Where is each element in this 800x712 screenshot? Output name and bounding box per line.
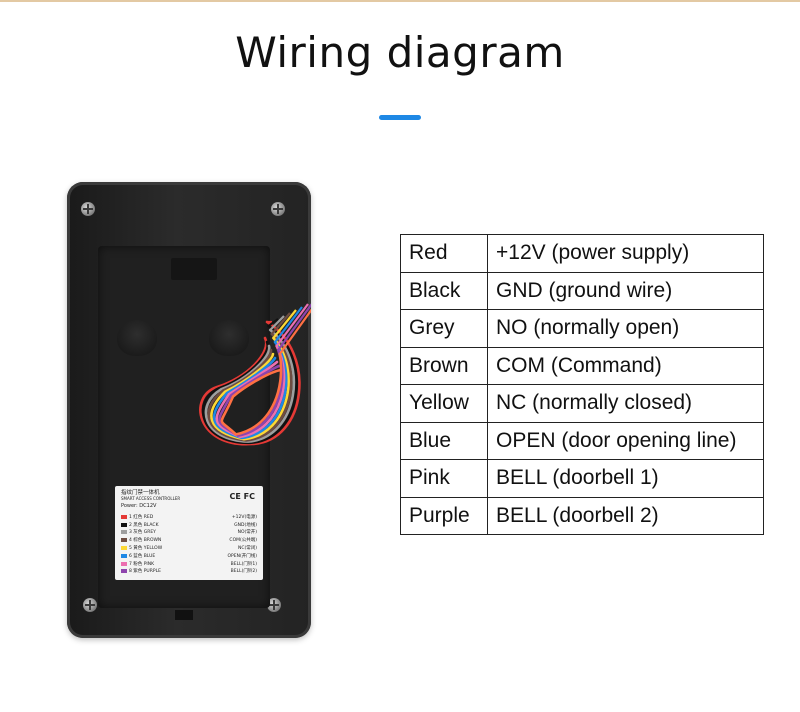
wire — [199, 320, 301, 446]
wire — [215, 344, 286, 439]
label-row: 1 红色 RED +12V(电源) — [121, 513, 257, 521]
wire-swatch — [121, 522, 127, 527]
label-wire-function: BELL(门铃1) — [230, 561, 257, 567]
wire-bundle — [199, 303, 311, 446]
page-title: Wiring diagram — [235, 28, 565, 77]
mount-boss-left — [117, 320, 157, 356]
label-wire-function: COM(公共端) — [229, 538, 257, 544]
access-controller-device: 指纹门禁一体机 SMART ACCESS CONTROLLER CE FC Po… — [67, 182, 311, 638]
wire-function-cell: OPEN (door opening line) — [487, 421, 764, 460]
wire-end — [275, 303, 309, 347]
wire-function-cell: NO (normally open) — [487, 309, 764, 348]
screw-icon — [83, 598, 97, 612]
label-wire-name: 6 蓝色 BLUE — [129, 553, 156, 559]
wire-function-cell: BELL (doorbell 1) — [487, 459, 764, 498]
wire-function-cell: BELL (doorbell 2) — [487, 496, 764, 535]
wire-end — [272, 309, 297, 339]
bottom-notch — [175, 610, 193, 620]
wire-function-cell: GND (ground wire) — [487, 271, 764, 310]
label-wire-function: GND(地线) — [234, 522, 257, 528]
wire-color-cell: Blue — [400, 421, 488, 460]
title-underline — [379, 115, 421, 120]
label-wire-name: 3 灰色 GREY — [129, 530, 156, 536]
label-wire-function: +12V(电源) — [231, 514, 257, 520]
wire-color-cell: Red — [400, 234, 488, 273]
label-heading: 指纹门禁一体机 — [121, 490, 160, 496]
wire-color-cell: Brown — [400, 346, 488, 385]
label-wire-name: 2 黑色 BLACK — [129, 522, 159, 528]
wire-swatch — [121, 561, 127, 566]
label-subheading: SMART ACCESS CONTROLLER — [121, 496, 181, 501]
mount-boss-right — [209, 320, 249, 356]
table-row: Red+12V (power supply) — [400, 234, 764, 273]
screw-icon — [267, 598, 281, 612]
wire-function-cell: NC (normally closed) — [487, 384, 764, 423]
label-row: 3 灰色 GREY NO(常开) — [121, 529, 257, 537]
label-wire-function: NC(常闭) — [237, 546, 257, 552]
label-wire-function: BELL(门铃2) — [230, 569, 257, 575]
wire-color-cell: Black — [400, 271, 488, 310]
wire-end — [269, 315, 285, 331]
wire — [204, 328, 296, 443]
wire-swatch — [121, 538, 127, 543]
label-wire-name: 7 粉色 PINK — [129, 561, 155, 567]
wire-swatch — [121, 569, 127, 574]
wire-end — [267, 318, 279, 327]
wire — [218, 348, 284, 437]
wire — [207, 332, 293, 442]
wire-swatch — [121, 530, 127, 535]
wire — [202, 324, 298, 445]
label-wire-function: OPEN(开门线) — [227, 553, 257, 559]
label-row: 5 黄色 YELLOW NC(常闭) — [121, 544, 257, 552]
mount-slot — [171, 258, 217, 280]
wire-function-cell: +12V (power supply) — [487, 234, 764, 273]
wire-end — [270, 312, 291, 335]
screw-icon — [81, 202, 95, 216]
label-wire-name: 8 紫色 PURPLE — [129, 569, 161, 575]
label-row: 8 紫色 PURPLE BELL(门铃2) — [121, 568, 257, 576]
wire — [212, 340, 288, 440]
label-wire-function: NO(常开) — [237, 530, 257, 536]
label-row: 4 棕色 BROWN COM(公共端) — [121, 536, 257, 544]
wire-color-cell: Pink — [400, 459, 488, 498]
wire — [210, 336, 290, 441]
wire-swatch — [121, 514, 127, 519]
label-power: Power: DC12V — [121, 503, 157, 509]
wire-swatch — [121, 553, 127, 558]
wire-color-cell: Yellow — [400, 384, 488, 423]
wire-end — [277, 303, 311, 351]
wire-color-cell: Purple — [400, 496, 488, 535]
label-row: 7 粉色 PINK BELL(门铃1) — [121, 560, 257, 568]
wire-color-cell: Grey — [400, 309, 488, 348]
wire-end — [274, 306, 303, 343]
label-wire-name: 1 红色 RED — [129, 514, 154, 520]
label-row: 2 黑色 BLACK GND(地线) — [121, 521, 257, 529]
label-row: 6 蓝色 BLUE OPEN(开门线) — [121, 552, 257, 560]
label-wire-name: 5 黄色 YELLOW — [129, 546, 163, 552]
device-spec-label: 指纹门禁一体机 SMART ACCESS CONTROLLER CE FC Po… — [115, 486, 263, 580]
label-wire-name: 4 棕色 BROWN — [129, 538, 162, 544]
top-divider — [0, 0, 800, 2]
screw-icon — [271, 202, 285, 216]
wire — [220, 352, 283, 436]
certification-marks: CE FC — [229, 492, 255, 501]
wire-function-cell: COM (Command) — [487, 346, 764, 385]
wire-swatch — [121, 546, 127, 551]
wire-end — [278, 308, 311, 355]
